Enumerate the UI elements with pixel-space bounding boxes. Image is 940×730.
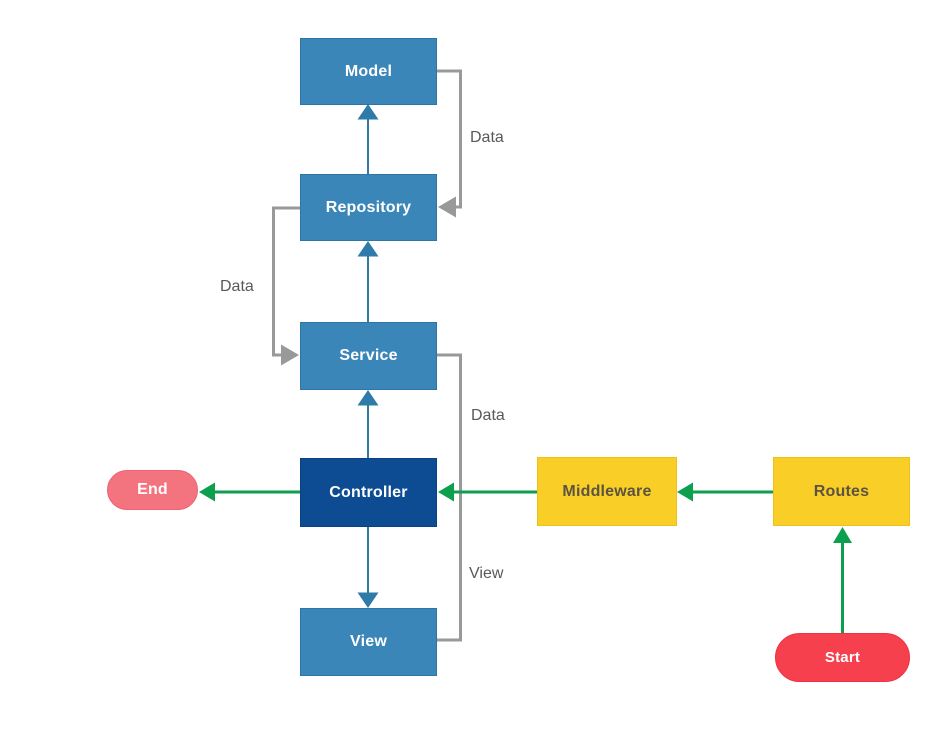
node-view: View xyxy=(300,608,437,676)
node-view-label: View xyxy=(350,633,387,650)
edge-model-repository xyxy=(437,69,462,209)
node-service: Service xyxy=(300,322,437,390)
edge-label-model-repository: Data xyxy=(470,129,504,146)
node-repository: Repository xyxy=(300,174,437,241)
arrowhead-routes-middleware xyxy=(677,482,693,502)
node-middleware-label: Middleware xyxy=(562,482,652,500)
edge-service-view xyxy=(437,353,462,642)
node-middleware: Middleware xyxy=(537,457,677,526)
node-start: Start xyxy=(775,633,910,682)
node-service-label: Service xyxy=(339,347,398,364)
edge-label-service-view-view: View xyxy=(469,565,504,582)
node-routes-label: Routes xyxy=(813,482,870,500)
edge-label-service-view-data: Data xyxy=(471,407,505,424)
node-repository-label: Repository xyxy=(325,198,412,216)
arrowhead-controller-end xyxy=(199,482,215,502)
node-end: End xyxy=(107,470,198,510)
arrowhead-repository-service xyxy=(281,344,299,366)
arrowhead-middleware-controller xyxy=(438,482,454,502)
arrowhead-model-repository xyxy=(438,196,456,218)
arrowhead-service-repository xyxy=(357,241,379,257)
arrowhead-start-routes xyxy=(833,527,852,543)
arrowhead-controller-view xyxy=(357,592,379,608)
node-routes: Routes xyxy=(773,457,910,526)
arrowhead-repository-model xyxy=(357,104,379,120)
edge-repository-service xyxy=(272,206,300,357)
node-model: Model xyxy=(300,38,437,105)
node-start-label: Start xyxy=(824,649,861,666)
node-model-label: Model xyxy=(344,62,393,80)
arrowhead-controller-service xyxy=(357,390,379,406)
edge-label-repository-service: Data xyxy=(220,278,254,295)
node-controller-label: Controller xyxy=(329,483,408,501)
node-end-label: End xyxy=(137,481,168,498)
node-controller: Controller xyxy=(300,458,437,527)
